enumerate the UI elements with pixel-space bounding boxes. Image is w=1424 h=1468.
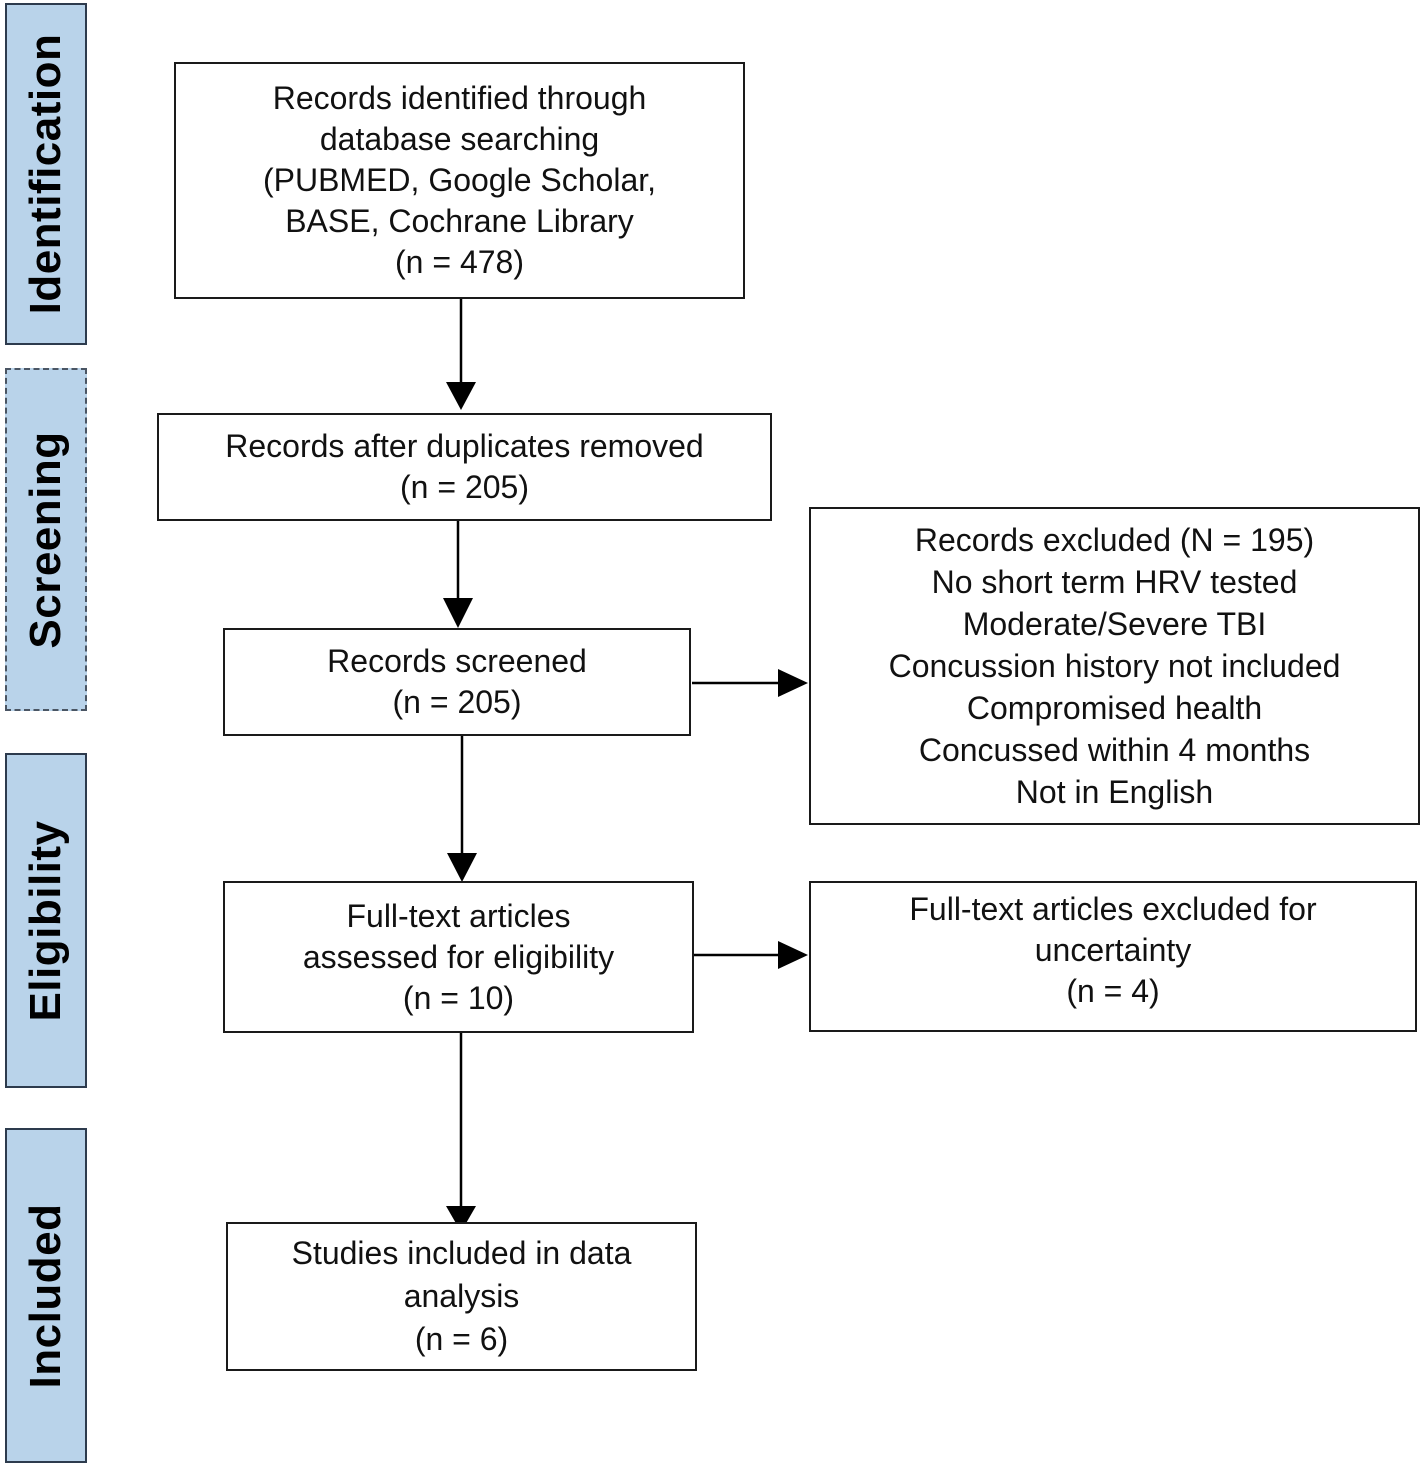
box-records-excluded-line: Concussion history not included	[888, 648, 1341, 684]
box-fulltext-assessed-line: assessed for eligibility	[302, 938, 615, 975]
box-studies-included: Studies included in data analysis (n = 6…	[226, 1222, 697, 1371]
box-records-after-duplicates: Records after duplicates removed (n = 20…	[157, 413, 772, 521]
arrowhead-fulltext-excluded	[778, 941, 808, 969]
box-records-screened-line: (n = 205)	[392, 684, 522, 720]
box-records-identified-line: BASE, Cochrane Library	[285, 203, 634, 239]
box-records-identified: Records identified through database sear…	[174, 62, 745, 299]
box-fulltext-excluded-line: (n = 4)	[1066, 973, 1160, 1009]
box-records-identified-line: Records identified through	[272, 80, 647, 116]
box-fulltext-assessed-line: Full-text articles	[346, 897, 571, 934]
box-records-excluded-line: Moderate/Severe TBI	[962, 606, 1267, 642]
arrowhead-duplicates	[446, 382, 476, 410]
box-studies-included-line: analysis	[403, 1278, 520, 1314]
box-fulltext-assessed: Full-text articles assessed for eligibil…	[223, 881, 694, 1033]
stage-included: Included	[5, 1128, 87, 1463]
stage-identification: Identification	[5, 3, 87, 345]
box-records-after-duplicates-line: Records after duplicates removed	[225, 428, 704, 464]
stage-screening: Screening	[5, 368, 87, 711]
arrowhead-included	[446, 1206, 476, 1232]
box-studies-included-line: Studies included in data	[291, 1235, 632, 1271]
box-records-excluded-line: Records excluded (N = 195)	[914, 522, 1315, 558]
box-records-identified-line: (PUBMED, Google Scholar,	[262, 162, 657, 198]
box-fulltext-excluded-line: Full-text articles excluded for	[909, 891, 1317, 927]
box-studies-included-line: (n = 6)	[414, 1321, 509, 1357]
box-records-after-duplicates-line: (n = 205)	[400, 469, 529, 505]
box-records-identified-line: (n = 478)	[395, 244, 524, 280]
box-records-screened: Records screened (n = 205)	[223, 628, 691, 736]
box-fulltext-excluded: Full-text articles excluded for uncertai…	[809, 881, 1417, 1032]
arrowhead-excluded	[778, 669, 808, 697]
box-fulltext-assessed-line: (n = 10)	[402, 979, 515, 1016]
box-records-excluded: Records excluded (N = 195) No short term…	[809, 507, 1420, 825]
arrowhead-assessed	[447, 853, 477, 882]
stage-eligibility: Eligibility	[5, 753, 87, 1088]
box-records-screened-line: Records screened	[327, 643, 587, 679]
box-fulltext-excluded-line: uncertainty	[1034, 932, 1192, 968]
box-records-excluded-line: Compromised health	[966, 690, 1263, 726]
box-records-excluded-line: Concussed within 4 months	[918, 732, 1311, 768]
box-records-excluded-line: Not in English	[1015, 774, 1214, 810]
box-records-identified-line: database searching	[319, 121, 600, 157]
arrowhead-screened	[443, 598, 473, 628]
box-records-excluded-line: No short term HRV tested	[931, 564, 1298, 600]
